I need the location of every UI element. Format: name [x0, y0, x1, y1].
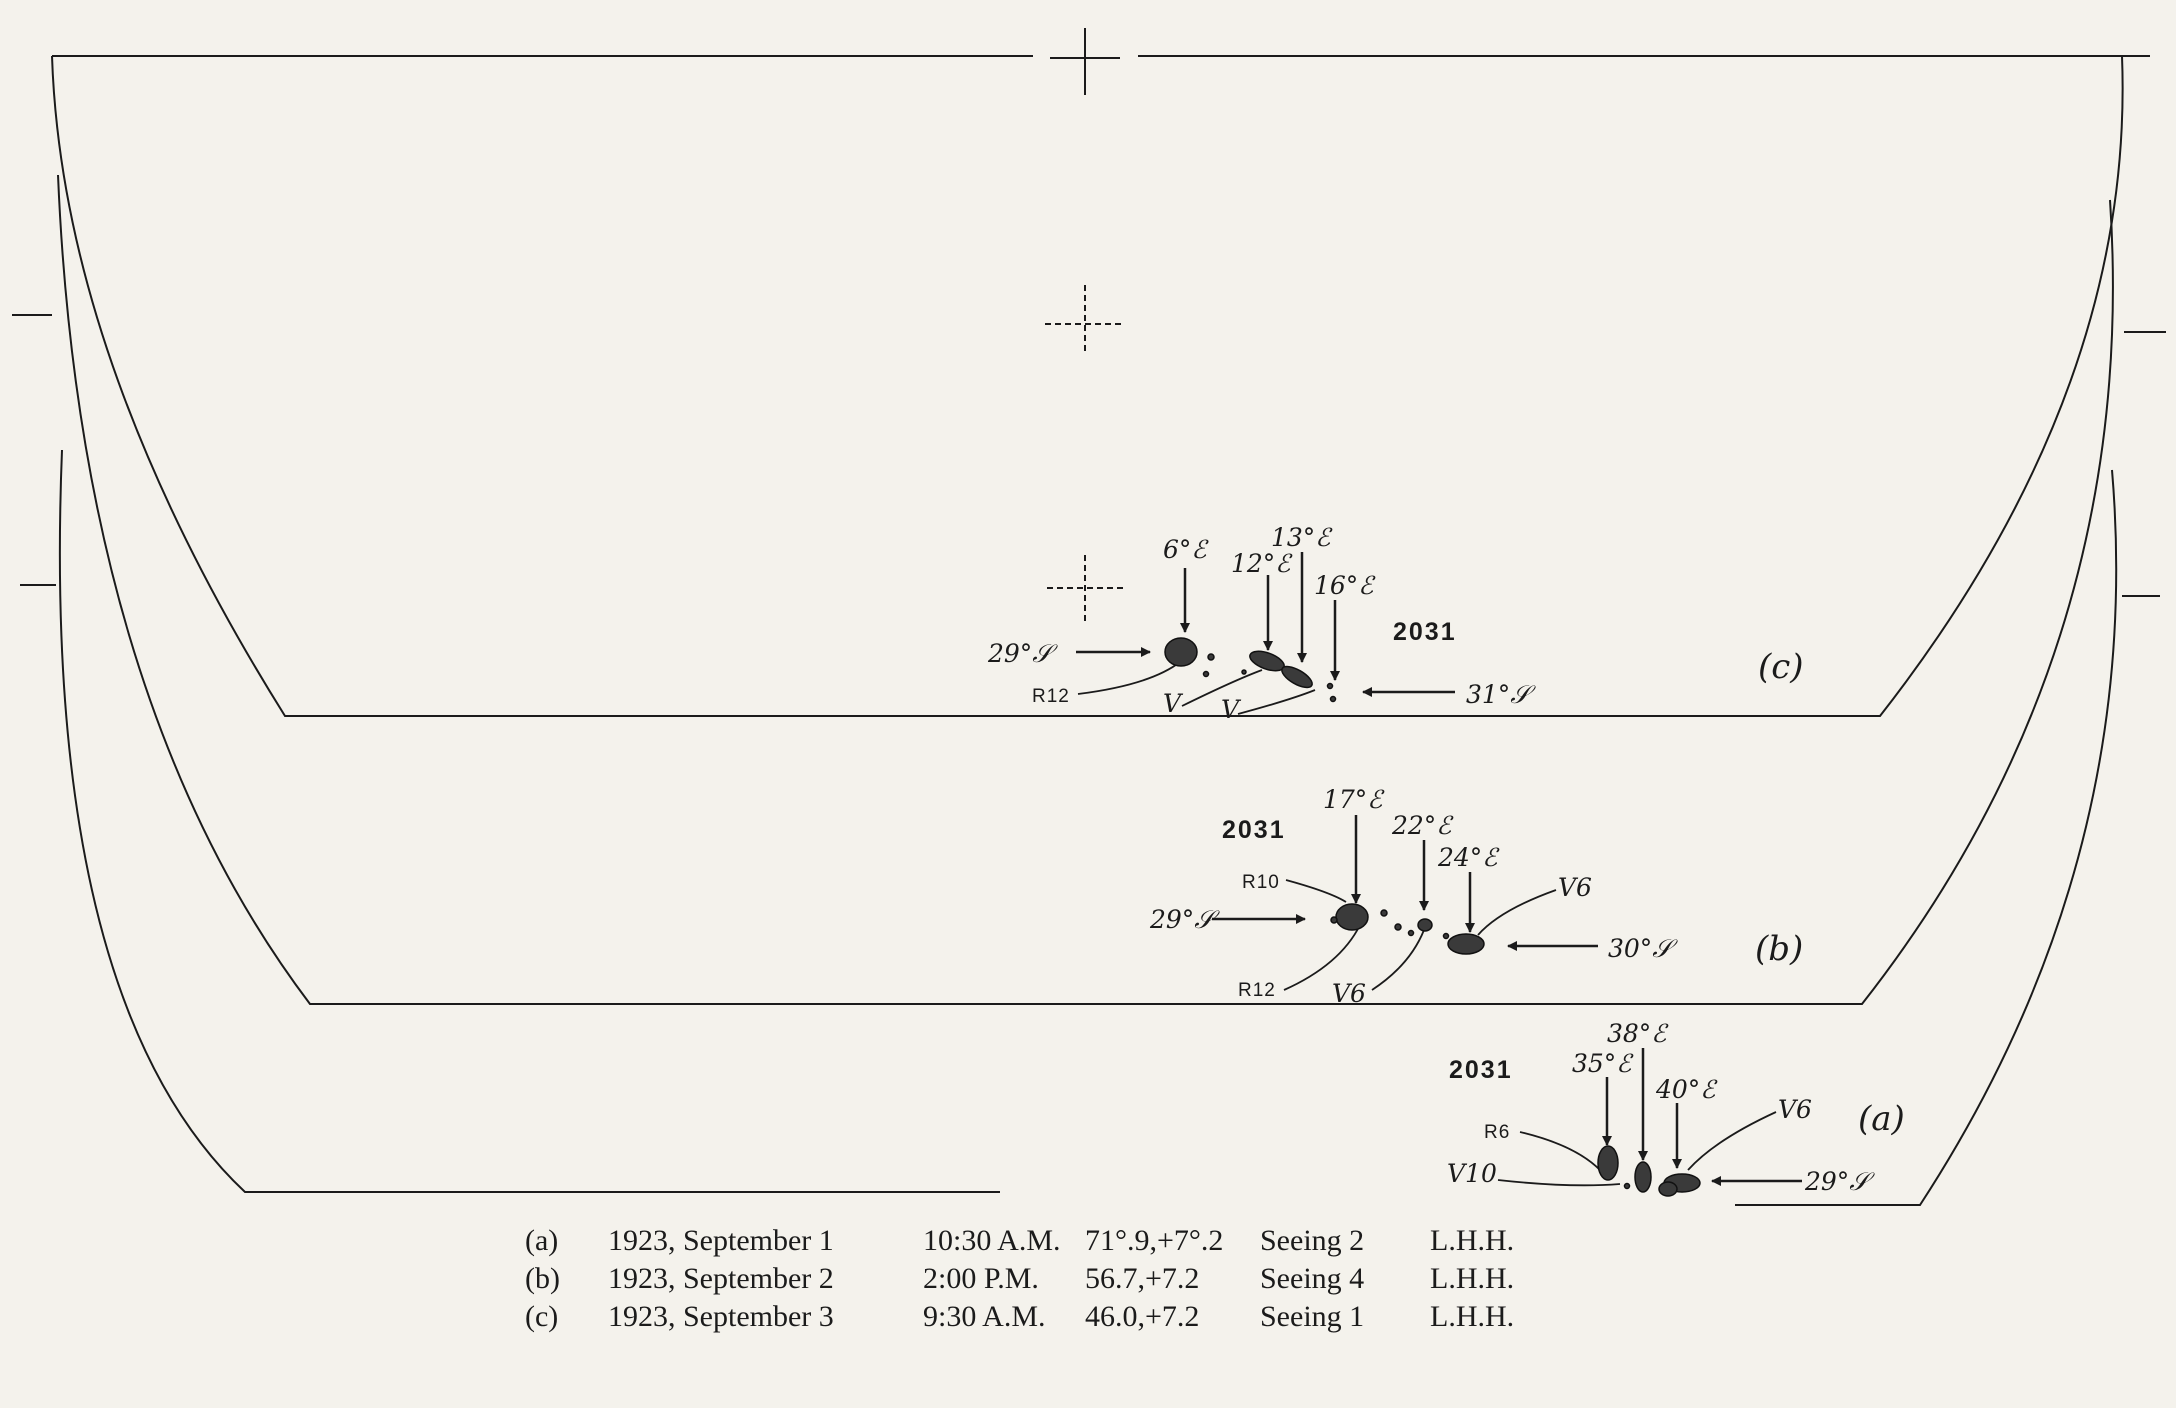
spot-label-b-v6-upper: V6: [1558, 873, 1592, 902]
spot-label-c-v2: V: [1221, 695, 1242, 724]
spot-label-b-v6-lower: V6: [1332, 979, 1366, 1008]
leader-c-v2: [1237, 689, 1316, 715]
spot-label-b-r12: R12: [1238, 980, 1276, 1001]
center-cross-a: [1050, 28, 1120, 95]
disk-outline-a: [58, 449, 2118, 1206]
leader-a-v6: [1687, 1111, 1777, 1171]
caption-coords: 56.7,+7.2: [1085, 1262, 1200, 1295]
caption-observer: L.H.H.: [1430, 1300, 1515, 1333]
caption-coords: 46.0,+7.2: [1085, 1300, 1200, 1333]
leader-b-r12: [1283, 924, 1361, 991]
longitude-label-b-17e: 17°ℰ: [1323, 785, 1385, 814]
region-number-a: 2031: [1449, 1056, 1513, 1084]
longitude-label-c-6e: 6°ℰ: [1163, 535, 1209, 564]
disk-outline-c: [51, 55, 2124, 717]
caption-date: 1923, September 3: [608, 1300, 834, 1333]
caption-date: 1923, September 2: [608, 1262, 834, 1295]
spot-label-c-v1: V: [1163, 689, 1184, 718]
latitude-label-c-29s: 29°𝒮: [987, 639, 1058, 668]
leader-b-v6-upper: [1477, 889, 1557, 936]
longitude-label-a-35e: 35°ℰ: [1572, 1049, 1634, 1078]
center-cross-c: [1047, 555, 1123, 625]
region-number-b: 2031: [1222, 816, 1286, 844]
figure-caption: (a) 1923, September 1 10:30 A.M. 71°.9,+…: [525, 1222, 1550, 1336]
sunspot-group-c: [1164, 637, 1337, 703]
leader-a-r6: [1519, 1131, 1601, 1171]
spot-label-b-r10: R10: [1242, 872, 1280, 893]
caption-time: 9:30 A.M.: [923, 1300, 1046, 1333]
longitude-label-c-12e: 12°ℰ: [1231, 549, 1293, 578]
longitude-label-c-13e: 13°ℰ: [1271, 523, 1333, 552]
spot-label-a-v6: V6: [1778, 1095, 1812, 1124]
region-number-c: 2031: [1393, 618, 1457, 646]
caption-seeing: Seeing 4: [1260, 1262, 1365, 1295]
panel-label-a: (a): [1858, 1099, 1905, 1139]
longitude-label-c-16e: 16°ℰ: [1314, 571, 1376, 600]
sunspot-group-a: [1597, 1145, 1701, 1197]
caption-seeing: Seeing 2: [1260, 1224, 1365, 1257]
caption-time: 2:00 P.M.: [923, 1262, 1039, 1295]
longitude-label-a-38e: 38°ℰ: [1607, 1019, 1669, 1048]
caption-row-c: (c) 1923, September 3 9:30 A.M. 46.0,+7.…: [525, 1298, 1550, 1336]
latitude-label-b-30s: 30°𝒮: [1608, 934, 1678, 963]
caption-observer: L.H.H.: [1430, 1224, 1515, 1257]
panel-a: 2031 (a) 35°ℰ 38°ℰ 40°ℰ 29°𝒮 R6 V10 V6: [1447, 1019, 1905, 1197]
panel-label-c: (c): [1758, 647, 1804, 687]
latitude-label-a-29s: 29°𝒮: [1804, 1167, 1875, 1196]
disk-outline-b: [57, 174, 2114, 1005]
caption-coords: 71°.9,+7°.2: [1085, 1224, 1224, 1257]
spot-label-a-r6: R6: [1484, 1122, 1510, 1143]
spot-label-c-r12: R12: [1032, 686, 1070, 707]
panel-c: 2031 (c) 6°ℰ 12°ℰ 13°ℰ 16°ℰ 29°𝒮 31°𝒮 R1…: [987, 523, 1804, 724]
latitude-label-c-31s: 31°𝒮: [1466, 680, 1536, 709]
caption-row-a: (a) 1923, September 1 10:30 A.M. 71°.9,+…: [525, 1222, 1550, 1260]
caption-date: 1923, September 1: [608, 1224, 834, 1257]
sunspot-group-b: [1330, 903, 1485, 955]
caption-row-b: (b) 1923, September 2 2:00 P.M. 56.7,+7.…: [525, 1260, 1550, 1298]
caption-id: (b): [525, 1262, 560, 1295]
caption-id: (a): [525, 1224, 559, 1257]
leader-c-r12: [1077, 661, 1181, 695]
latitude-label-b-29s: 29°𝒮: [1149, 905, 1220, 934]
frame-lines: [12, 55, 2166, 597]
caption-time: 10:30 A.M.: [923, 1224, 1061, 1257]
center-cross-b: [1045, 285, 1122, 355]
caption-observer: L.H.H.: [1430, 1262, 1515, 1295]
longitude-label-a-40e: 40°ℰ: [1655, 1075, 1718, 1104]
leader-b-r10: [1285, 879, 1347, 903]
leader-c-v1: [1181, 669, 1263, 707]
longitude-label-b-24e: 24°ℰ: [1437, 843, 1500, 872]
spot-label-a-v10: V10: [1447, 1159, 1497, 1188]
leader-a-v10: [1497, 1179, 1621, 1187]
panel-b: 2031 (b) 17°ℰ 22°ℰ 24°ℰ 29°𝒮 30°𝒮 R10 R1…: [1149, 785, 1803, 1008]
caption-id: (c): [525, 1300, 559, 1333]
longitude-label-b-22e: 22°ℰ: [1391, 811, 1454, 840]
caption-seeing: Seeing 1: [1260, 1300, 1365, 1333]
panel-label-b: (b): [1755, 929, 1803, 969]
leader-b-v6-lower: [1371, 929, 1425, 991]
